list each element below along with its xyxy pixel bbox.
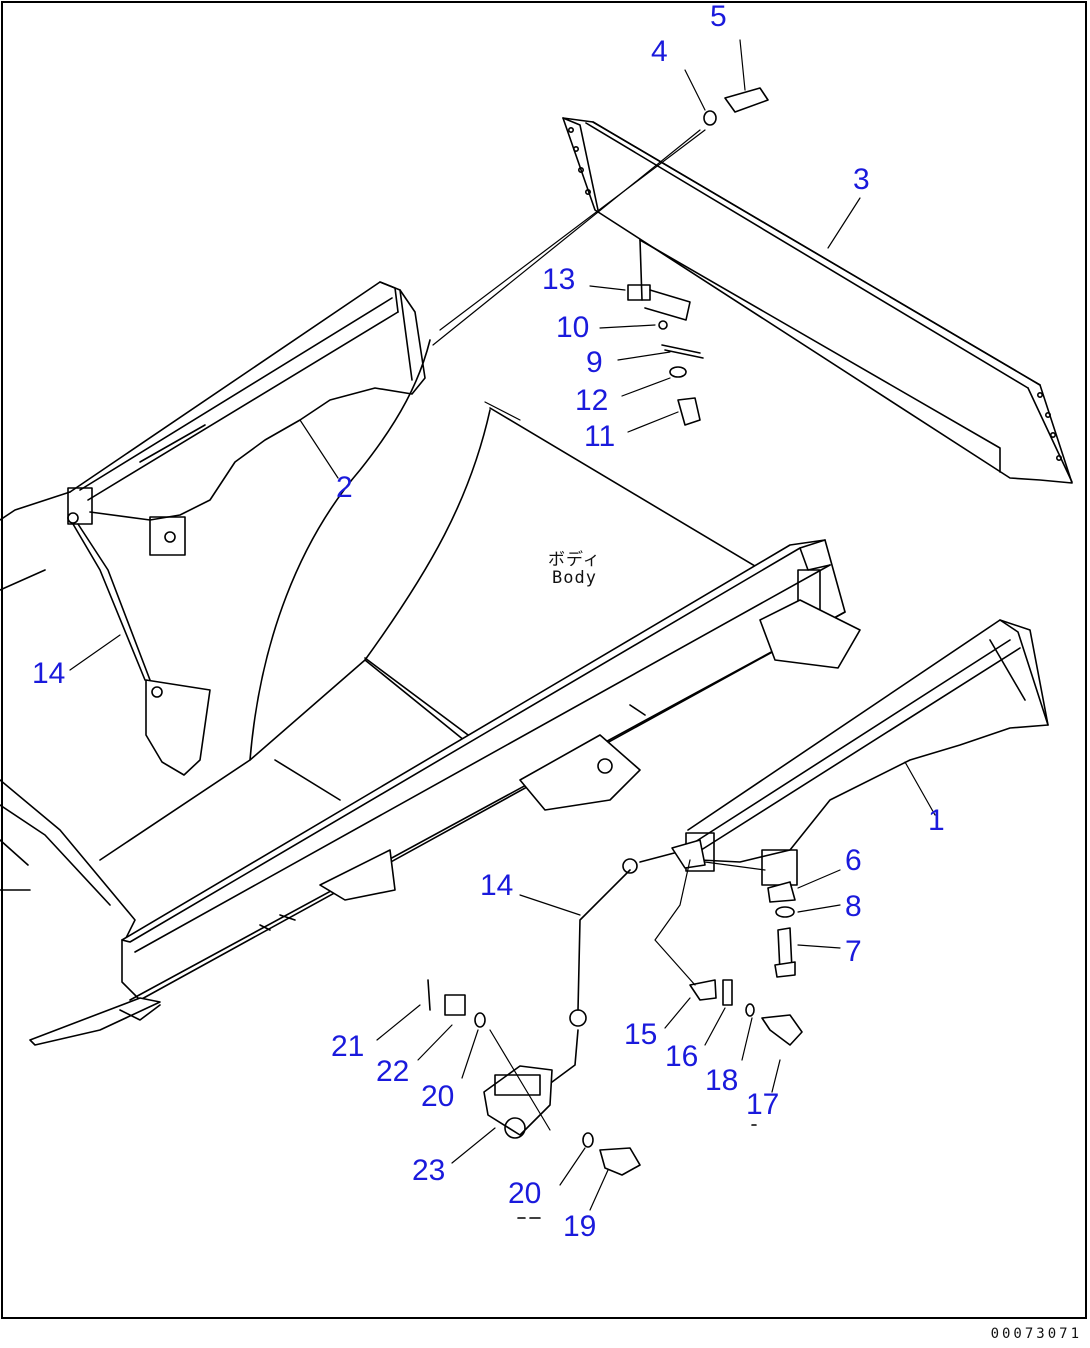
- long-center-rail: [29, 539, 861, 1046]
- upper-small-hardware: [627, 87, 769, 426]
- callout-15: 15: [624, 1018, 658, 1051]
- callout-19: 19: [563, 1210, 597, 1243]
- callout-16: 16: [665, 1040, 699, 1073]
- rail-part-1: [685, 619, 1049, 886]
- callout-21: 21: [331, 1030, 365, 1063]
- bracket-left-upper: [67, 487, 211, 776]
- callout-20-upper: 20: [421, 1080, 455, 1113]
- callout-5: 5: [710, 0, 727, 33]
- callout-11: 11: [584, 420, 616, 453]
- callout-3: 3: [853, 163, 870, 196]
- drawing-frame: [1, 1, 1087, 1319]
- callout-4: 4: [651, 35, 668, 68]
- rail-part-2: [69, 281, 426, 556]
- body-outline: [0, 339, 766, 941]
- callout-18: 18: [705, 1064, 739, 1097]
- rail-part-3: [562, 117, 1073, 484]
- callout-1: 1: [928, 804, 945, 837]
- callout-14-upper: 14: [32, 657, 66, 690]
- callout-9: 9: [586, 346, 603, 379]
- callout-12: 12: [575, 384, 609, 417]
- callout-13: 13: [542, 263, 576, 296]
- callout-23: 23: [412, 1154, 446, 1187]
- callout-6: 6: [845, 844, 862, 877]
- callout-22: 22: [376, 1055, 410, 1088]
- callout-2: 2: [336, 471, 353, 504]
- callout-17: 17: [746, 1088, 780, 1121]
- callout-20-lower: 20: [508, 1177, 542, 1210]
- callout-10: 10: [556, 311, 590, 344]
- lower-hardware: [427, 839, 803, 1219]
- drawing-code: 00073071: [990, 1326, 1082, 1342]
- body-label-jp: ボディ: [548, 550, 601, 570]
- body-label-en: Body: [552, 568, 597, 588]
- callout-7: 7: [845, 935, 862, 968]
- callout-14-lower: 14: [480, 869, 514, 902]
- callout-8: 8: [845, 890, 862, 923]
- leader-lines: [69, 39, 936, 1211]
